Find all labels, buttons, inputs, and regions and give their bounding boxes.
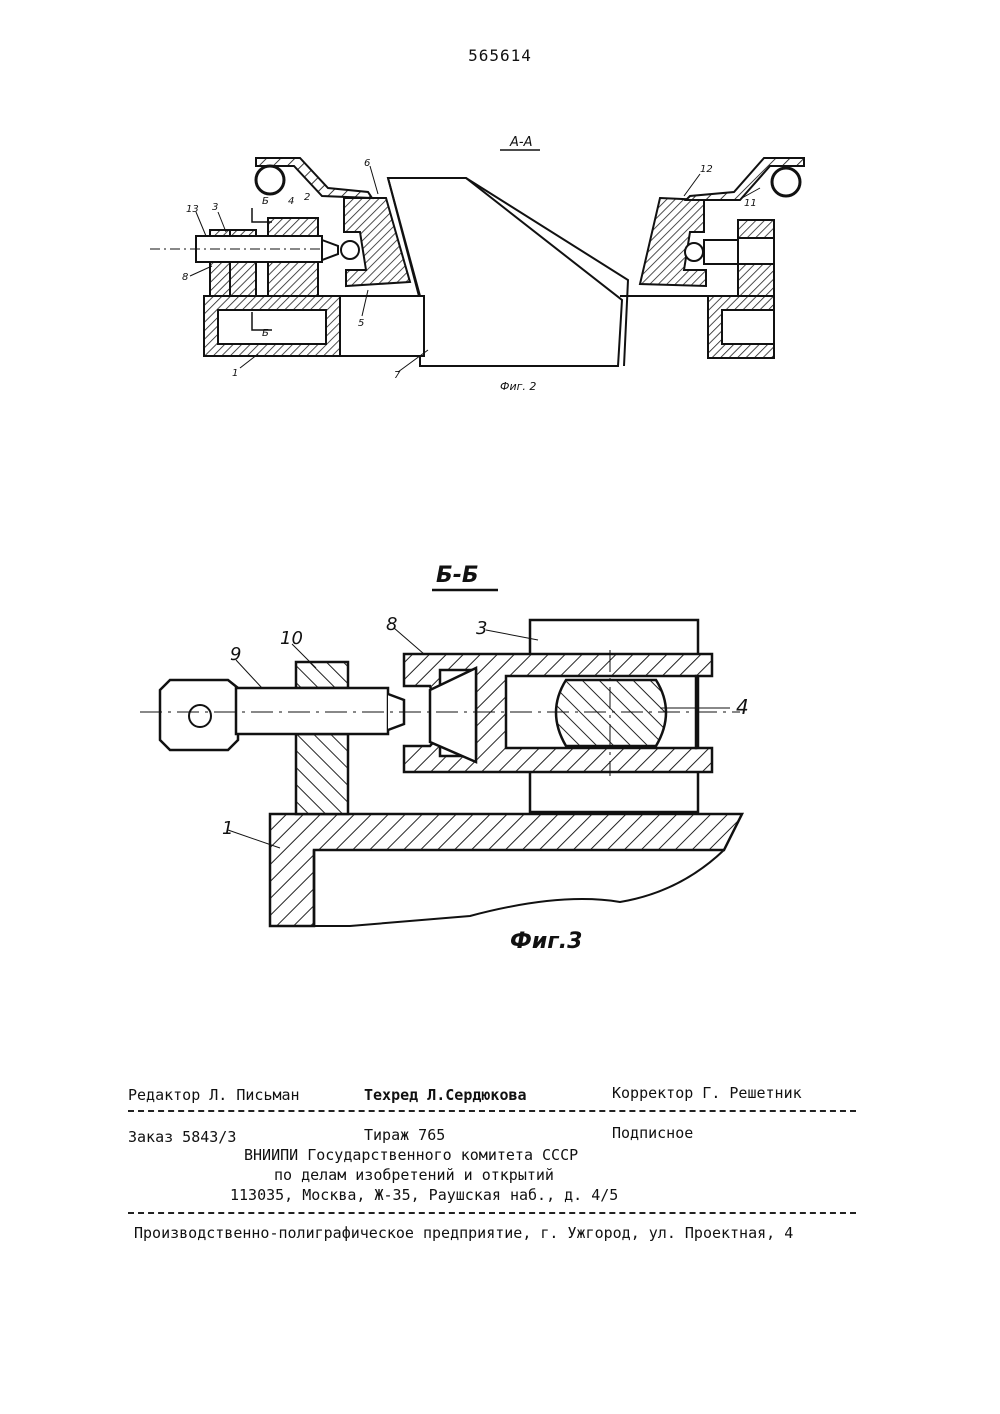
bracket-10 [296, 662, 348, 814]
right-wedge [640, 198, 706, 286]
right-roller [772, 168, 800, 196]
part-label-8: 8 [182, 272, 188, 283]
figure-3-drawing: Б-Б 10 8 3 9 4 1 [0, 540, 1000, 960]
order-line: Заказ 5843/3 [128, 1128, 236, 1146]
part-label-12: 12 [700, 164, 713, 175]
circulation-line: Тираж 765 [364, 1126, 445, 1144]
part-label-4: 4 [288, 196, 294, 207]
figure-2-drawing: А-А 13 3 Б 4 2 6 12 11 8 5 Б 1 7 Фиг. 2 [0, 0, 1000, 420]
corrector-line: Корректор Г. Решетник [612, 1084, 802, 1102]
part-label-7: 7 [394, 370, 401, 381]
techred-line: Техред Л.Сердюкова [364, 1086, 527, 1104]
part-label-1: 1 [222, 818, 233, 839]
part-label-4: 4 [736, 695, 749, 719]
org-line-2: по делам изобретений и открытий [274, 1166, 554, 1184]
part-label-11: 11 [744, 198, 757, 209]
part-label-10: 10 [280, 628, 303, 649]
divider-1 [128, 1110, 856, 1112]
divider-2 [128, 1212, 856, 1214]
left-roller [256, 166, 284, 194]
part-label-13: 13 [186, 204, 199, 215]
part-label-6: 6 [364, 158, 370, 169]
ball-4 [556, 680, 666, 746]
figure-2-caption: Фиг. 2 [500, 380, 536, 393]
base-plate-1 [270, 814, 742, 926]
part-label-9: 9 [230, 644, 241, 665]
part-label-b-bottom: Б [262, 328, 269, 339]
part-label-b-top: Б [262, 196, 269, 207]
part-label-1: 1 [232, 368, 238, 379]
section-label-a-a: А-А [509, 135, 532, 150]
part-label-2: 2 [304, 192, 310, 203]
part-label-8: 8 [386, 614, 397, 635]
printer-line: Производственно-полиграфическое предприя… [134, 1224, 793, 1242]
subscription-line: Подписное [612, 1124, 693, 1142]
address-line: 113035, Москва, Ж-35, Раушская наб., д. … [230, 1186, 618, 1204]
editor-line: Редактор Л. Письман [128, 1086, 300, 1104]
section-label-b-b: Б-Б [436, 563, 479, 588]
figure-3-caption: Фиг.3 [510, 929, 582, 954]
part-label-5: 5 [358, 318, 364, 329]
org-line-1: ВНИИПИ Государственного комитета СССР [244, 1146, 578, 1164]
part-label-3: 3 [476, 618, 487, 639]
part-label-3: 3 [212, 202, 218, 213]
